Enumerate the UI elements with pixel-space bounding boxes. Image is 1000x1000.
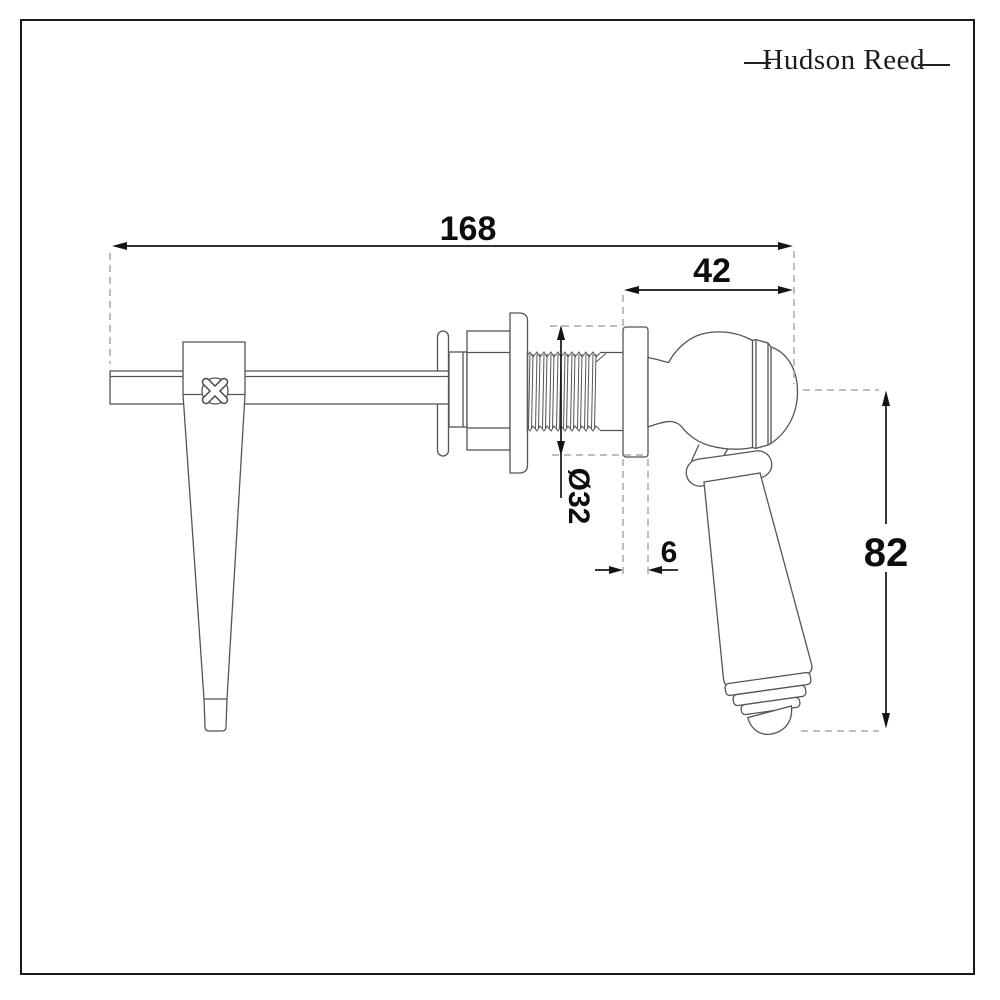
arrowhead: [557, 441, 565, 456]
lever-arm: [109, 370, 450, 405]
screw-head: [201, 377, 229, 405]
arrowhead: [648, 566, 662, 574]
dim-rose-diameter-label: Ø32: [562, 468, 595, 525]
mounting-nut: [466, 330, 511, 451]
handle-ball-joint: [647, 331, 799, 450]
dimension-handle-projection: 42: [624, 252, 793, 294]
handle-neck: [690, 444, 700, 462]
arrowhead: [778, 242, 793, 250]
clamp-and-leg: [182, 341, 246, 732]
dim-rose-depth-label: 6: [661, 536, 678, 569]
arrowhead: [882, 390, 890, 406]
handle-finial: [724, 671, 812, 735]
arrowhead: [557, 325, 565, 340]
dim-handle-drop-label: 82: [864, 531, 909, 575]
handle-grip: [703, 472, 813, 687]
brand-name: Hudson Reed: [762, 44, 925, 76]
arrowhead: [624, 286, 639, 294]
arrowhead: [112, 242, 127, 250]
logo-right-rule: [918, 64, 950, 66]
extension-lines: [109, 251, 879, 732]
washer: [448, 351, 468, 428]
backplate-flange: [509, 312, 529, 474]
arrowhead: [778, 286, 793, 294]
handle-rose-flange: [622, 326, 649, 458]
dimension-rose-diameter: Ø32: [557, 325, 595, 524]
threaded-shank: [526, 351, 623, 432]
logo-left-rule: [744, 61, 772, 64]
cistern-lever-drawing: [109, 312, 813, 735]
dimension-handle-drop: 82: [860, 390, 912, 729]
dimension-overall-length: 168: [112, 210, 793, 250]
dimension-rose-depth: 6: [595, 536, 678, 574]
border-frame: [20, 19, 975, 975]
arrowhead: [882, 713, 890, 729]
dim-overall-length-label: 168: [440, 210, 497, 248]
brand-logo: Hudson Reed: [744, 44, 950, 77]
arrowhead: [609, 566, 623, 574]
dim-handle-projection-label: 42: [693, 252, 731, 290]
